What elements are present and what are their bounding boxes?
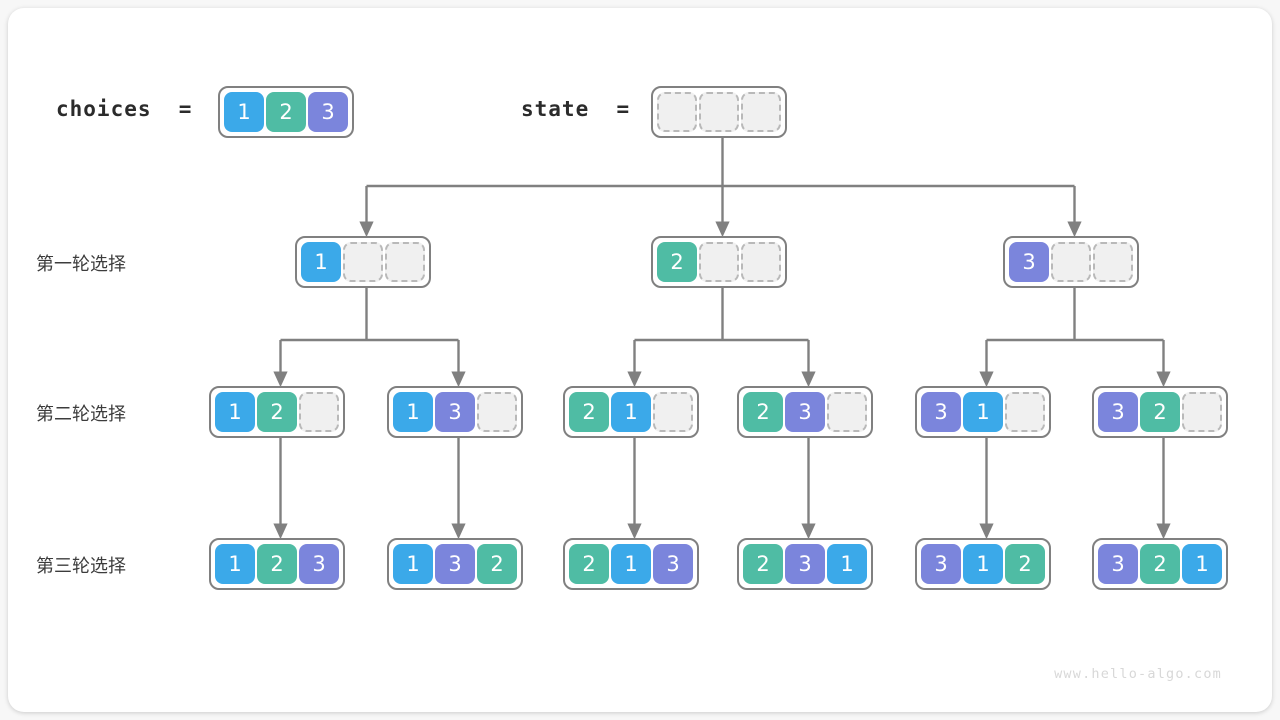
array-cell-value: 2	[257, 392, 297, 432]
array-cell-value: 3	[435, 544, 475, 584]
row-label-round-1: 第一轮选择	[36, 254, 126, 275]
array-cell-value: 3	[299, 544, 339, 584]
array-cell-empty	[657, 92, 697, 132]
array-cell-empty	[699, 242, 739, 282]
array-cell-value: 1	[1182, 544, 1222, 584]
choices-label: choices =	[56, 97, 193, 121]
node-round-1-2: 2	[651, 236, 787, 288]
array-cell-empty	[477, 392, 517, 432]
array-cell-empty	[299, 392, 339, 432]
state-label: state =	[521, 97, 631, 121]
array-cell-value: 1	[215, 544, 255, 584]
array-cell-value: 1	[224, 92, 264, 132]
array-cell-value: 2	[477, 544, 517, 584]
array-cell-value: 3	[435, 392, 475, 432]
array-cell-value: 2	[743, 392, 783, 432]
row-label-round-3: 第三轮选择	[36, 556, 126, 577]
array-cell-value: 1	[301, 242, 341, 282]
array-cell-value: 2	[1140, 392, 1180, 432]
state-array	[651, 86, 787, 138]
array-cell-value: 3	[1098, 392, 1138, 432]
array-cell-value: 1	[215, 392, 255, 432]
diagram-frame	[8, 8, 1272, 712]
array-cell-value: 1	[963, 544, 1003, 584]
array-cell-empty	[741, 242, 781, 282]
array-cell-value: 2	[743, 544, 783, 584]
watermark: www.hello-algo.com	[1054, 666, 1222, 682]
array-cell-value: 3	[921, 544, 961, 584]
node-round-1-3: 3	[1003, 236, 1139, 288]
array-cell-empty	[1182, 392, 1222, 432]
array-cell-empty	[699, 92, 739, 132]
row-label-round-2: 第二轮选择	[36, 404, 126, 425]
array-cell-value: 3	[785, 392, 825, 432]
array-cell-empty	[1005, 392, 1045, 432]
array-cell-empty	[385, 242, 425, 282]
array-cell-value: 2	[657, 242, 697, 282]
array-cell-value: 1	[611, 544, 651, 584]
array-cell-value: 3	[1098, 544, 1138, 584]
array-cell-empty	[1051, 242, 1091, 282]
array-cell-value: 2	[569, 544, 609, 584]
array-cell-value: 2	[1005, 544, 1045, 584]
array-cell-value: 3	[921, 392, 961, 432]
array-cell-value: 3	[785, 544, 825, 584]
array-cell-value: 2	[257, 544, 297, 584]
array-cell-empty	[343, 242, 383, 282]
array-cell-value: 1	[963, 392, 1003, 432]
node-round-1-1: 1	[295, 236, 431, 288]
array-cell-value: 3	[653, 544, 693, 584]
array-cell-value: 1	[827, 544, 867, 584]
array-cell-value: 2	[1140, 544, 1180, 584]
array-cell-value: 1	[393, 392, 433, 432]
array-cell-value: 3	[1009, 242, 1049, 282]
array-cell-empty	[741, 92, 781, 132]
array-cell-empty	[827, 392, 867, 432]
array-cell-empty	[1093, 242, 1133, 282]
array-cell-value: 1	[393, 544, 433, 584]
array-cell-value: 2	[266, 92, 306, 132]
array-cell-value: 2	[569, 392, 609, 432]
array-cell-empty	[653, 392, 693, 432]
array-cell-value: 1	[611, 392, 651, 432]
array-cell-value: 3	[308, 92, 348, 132]
